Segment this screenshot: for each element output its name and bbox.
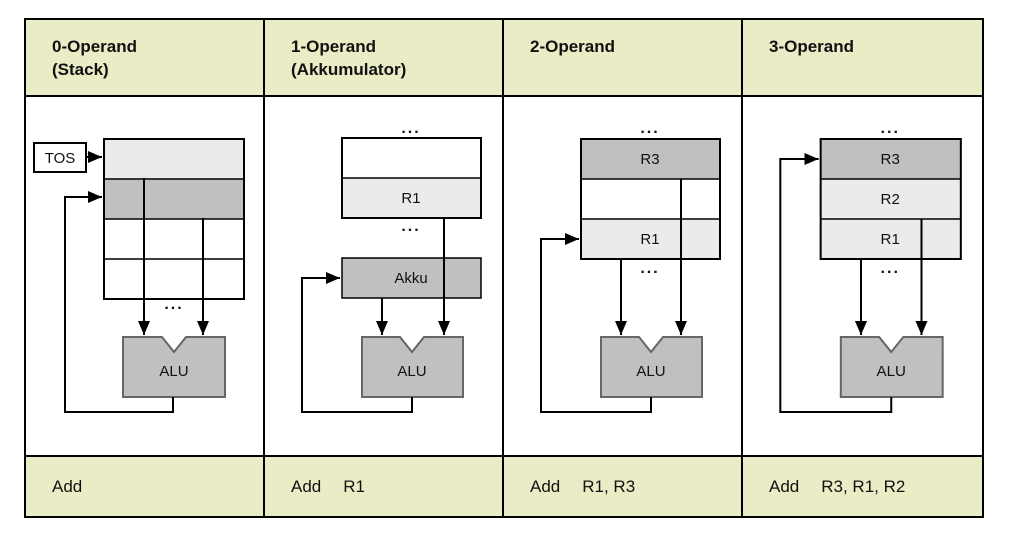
- header-line2: (Stack): [52, 60, 109, 79]
- isa-comparison-table: 0-Operand (Stack) 1-Operand (Akkumulator…: [24, 18, 984, 518]
- instruction-cell-stack: Add: [26, 457, 265, 516]
- writeback-path: [779, 153, 893, 413]
- instruction-mnemonic: Add: [769, 476, 800, 496]
- instruction-mnemonic: Add: [530, 476, 561, 496]
- diagram-two-operand-architecture: ... R3 R1 ... ALU: [504, 97, 743, 457]
- header-line1: 2-Operand: [530, 37, 616, 56]
- alu-box: [839, 336, 944, 398]
- instruction-cell-two-operand: Add R1, R3: [504, 457, 743, 516]
- ellipsis-bottom: ...: [401, 218, 420, 235]
- tos-pointer-box: TOS: [33, 142, 87, 173]
- register-label-r2: R2: [881, 191, 900, 208]
- alu-box: [600, 336, 703, 398]
- header-line1: 3-Operand: [769, 37, 855, 56]
- register-label-r3: R3: [881, 151, 900, 168]
- ellipsis-bottom: ...: [880, 259, 899, 277]
- instruction-mnemonic: Add: [52, 476, 83, 496]
- register-file: R3 R1: [580, 138, 721, 260]
- alu-label: ALU: [397, 363, 426, 380]
- column-header-0-operand: 0-Operand (Stack): [26, 20, 265, 97]
- ellipsis-bottom: ...: [640, 260, 659, 277]
- register-label-r1: R1: [640, 231, 659, 248]
- register-label-r1: R1: [401, 190, 420, 207]
- ellipsis-bottom: ...: [164, 296, 183, 313]
- column-header-2-operand: 2-Operand: [504, 20, 743, 97]
- alu-box: [122, 336, 226, 398]
- header-line2: (Akkumulator): [291, 60, 407, 79]
- column-header-1-operand: 1-Operand (Akkumulator): [265, 20, 504, 97]
- header-line1: 1-Operand: [291, 37, 377, 56]
- alu-label: ALU: [636, 363, 665, 380]
- writeback-path: [301, 272, 413, 413]
- register-label-r1: R1: [881, 231, 900, 248]
- instruction-mnemonic: Add: [291, 476, 322, 496]
- akku-box: Akku: [341, 257, 482, 299]
- diagram-accumulator-architecture: ... R1 ... Akku ALU: [265, 97, 504, 457]
- instruction-operands: R1: [343, 476, 365, 496]
- diagram-three-operand-architecture: ... R3 R2 R1 ... ALU: [743, 97, 982, 457]
- header-line1: 0-Operand: [52, 37, 138, 56]
- writeback-path: [540, 233, 652, 413]
- ellipsis-top: ...: [640, 120, 659, 137]
- register-file: R1: [341, 137, 482, 219]
- ellipsis-top: ...: [401, 120, 420, 137]
- alu-box: [361, 336, 464, 398]
- alu-label: ALU: [877, 363, 906, 380]
- register-label-r3: R3: [640, 151, 659, 168]
- ellipsis-top: ...: [880, 119, 899, 137]
- instruction-operands: R1, R3: [582, 476, 636, 496]
- instruction-cell-three-operand: Add R3, R1, R2: [743, 457, 982, 516]
- column-header-3-operand: 3-Operand: [743, 20, 982, 97]
- writeback-path: [64, 191, 174, 413]
- register-file: R3 R2 R1: [819, 138, 962, 260]
- diagram-stack-architecture: TOS ... ALU: [26, 97, 265, 457]
- alu-label: ALU: [159, 363, 188, 380]
- instruction-operands: R3, R1, R2: [821, 476, 906, 496]
- akku-label: Akku: [394, 270, 427, 287]
- instruction-cell-accumulator: Add R1: [265, 457, 504, 516]
- stack-register-file: [103, 138, 245, 300]
- tos-label: TOS: [45, 150, 76, 167]
